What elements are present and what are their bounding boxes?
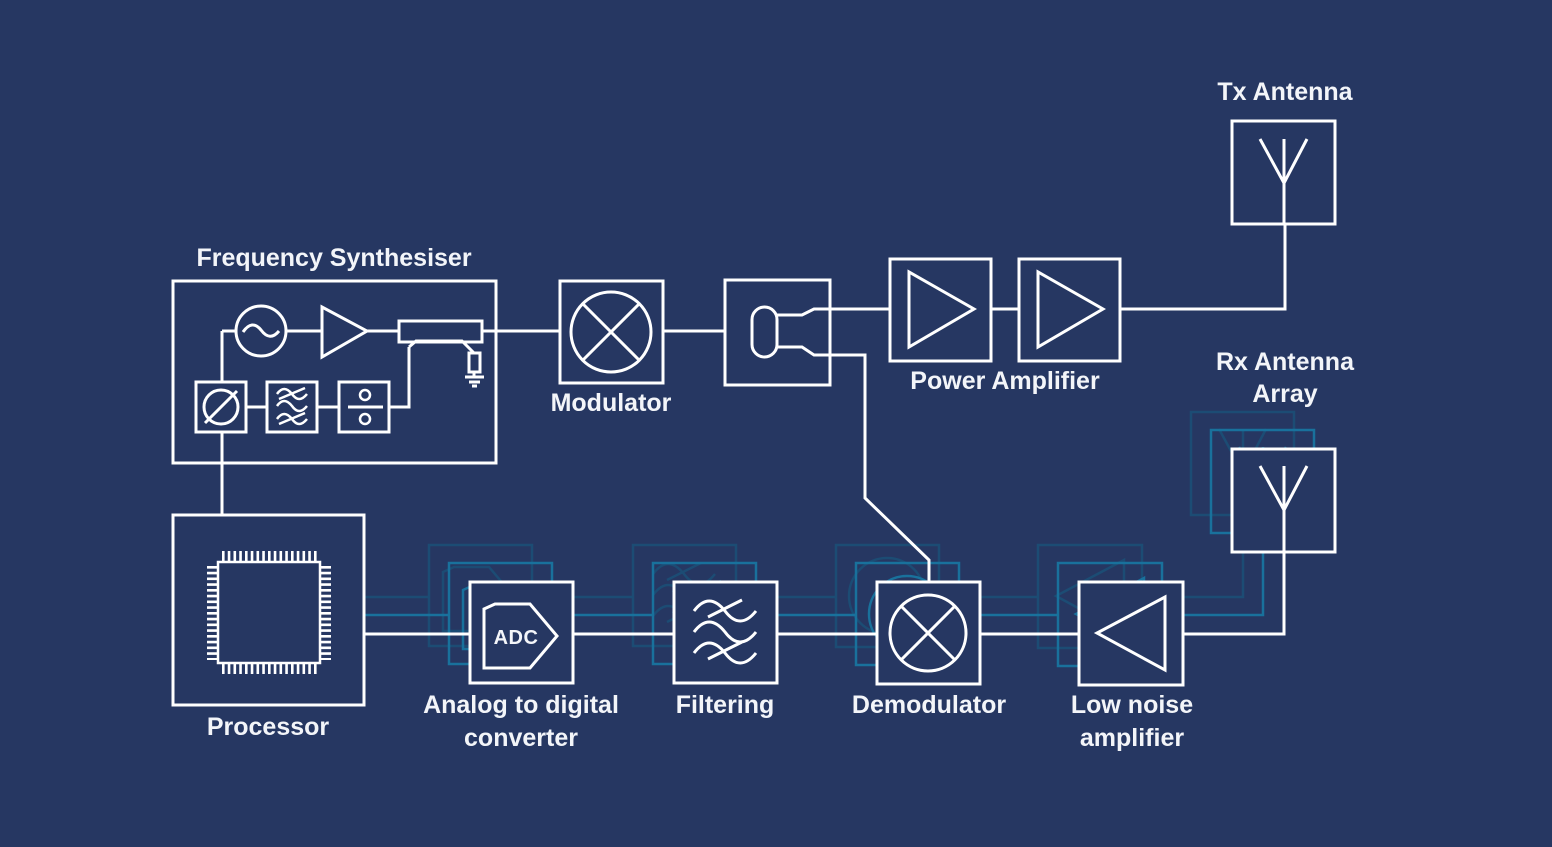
demodulator-label: Demodulator <box>852 691 1006 719</box>
frequency-synthesiser-label: Frequency Synthesiser <box>196 244 471 272</box>
power-amplifier-label: Power Amplifier <box>910 367 1100 395</box>
amplifier-icon <box>320 304 371 360</box>
tx-antenna-block <box>1230 119 1337 226</box>
labels: Frequency Synthesiser Modulator Power Am… <box>196 78 1355 752</box>
antenna-icon <box>1258 138 1309 224</box>
rx-chain-front <box>362 447 1337 687</box>
mixer-icon <box>581 302 641 362</box>
filtering-label: Filtering <box>676 691 775 719</box>
modulator-label: Modulator <box>551 389 672 417</box>
adc-label-line2: converter <box>464 724 578 752</box>
phase-detector-icon <box>194 380 248 434</box>
oscillator-icon <box>234 304 288 358</box>
directional-coupler-icon <box>389 319 484 409</box>
modulator-block <box>482 279 665 385</box>
chip-icon <box>207 551 331 674</box>
rx-antenna-array-label-line1: Rx Antenna <box>1216 348 1355 376</box>
amplifier-icon <box>1036 269 1107 350</box>
lna-label-line1: Low noise <box>1071 691 1193 719</box>
mixer-icon <box>899 604 957 662</box>
power-splitter-block <box>663 278 832 387</box>
rx-chain-details <box>899 604 957 662</box>
amplifier-icon <box>907 269 978 350</box>
frequency-divider-icon <box>337 380 391 434</box>
rx-antenna-array-label-line2: Array <box>1252 380 1317 408</box>
lna-label-line2: amplifier <box>1080 724 1184 752</box>
oscillator-icon <box>241 323 281 338</box>
processor-label: Processor <box>207 713 330 741</box>
adc-symbol-text: ADC <box>494 627 539 649</box>
lo-feed-line <box>830 353 931 582</box>
filter-icon <box>265 380 319 434</box>
mixer-icon <box>569 290 653 374</box>
tx-path <box>171 119 1337 707</box>
adc-label-line1: Analog to digital <box>423 691 619 719</box>
power-amplifier-block <box>830 224 1287 363</box>
frequency-synthesiser-block <box>171 279 498 515</box>
processor-block <box>171 513 366 707</box>
tx-antenna-label: Tx Antenna <box>1217 78 1353 106</box>
splitter-icon <box>750 305 830 359</box>
